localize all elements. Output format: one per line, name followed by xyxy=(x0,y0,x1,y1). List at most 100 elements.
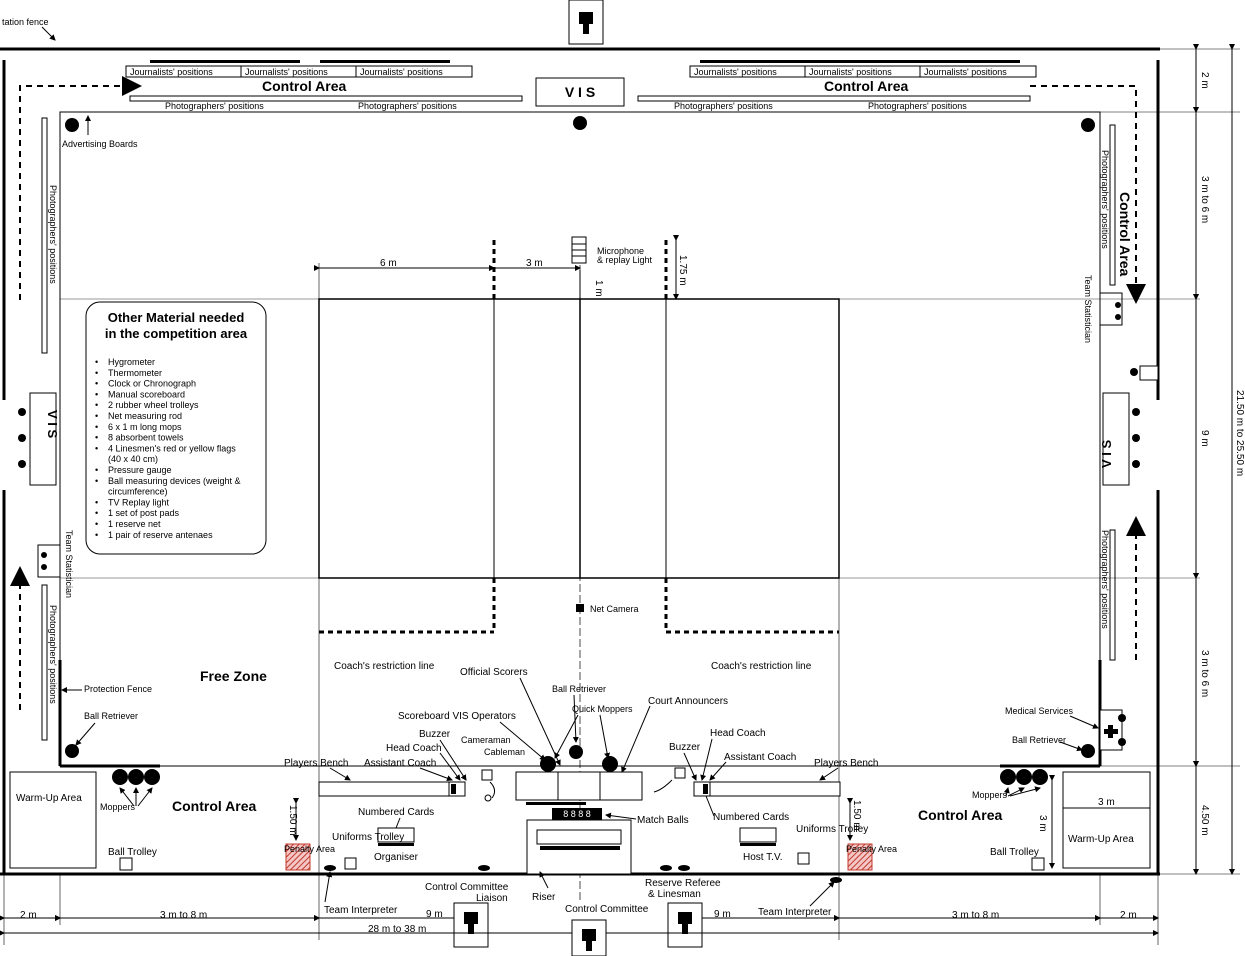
reserve-referee-label: Reserve Referee xyxy=(645,878,721,889)
right-dimensions: 2 m 3 m to 6 m 9 m 3 m to 6 m 4.50 m 21.… xyxy=(1100,44,1245,875)
ball-retriever-center-label: Ball Retriever xyxy=(552,684,606,694)
material-item: 1 pair of reserve antenaes xyxy=(108,530,213,540)
svg-text:9 m: 9 m xyxy=(1199,430,1210,447)
advertising-boards-label: Advertising Boards xyxy=(62,139,138,149)
material-item: Thermometer xyxy=(108,368,162,378)
svg-text:Numbered Cards: Numbered Cards xyxy=(713,812,789,823)
bullet-icon: • xyxy=(95,379,98,389)
svg-text:Photographers' positions: Photographers' positions xyxy=(674,101,773,111)
cameraman-label: Cameraman xyxy=(461,735,511,745)
svg-text:3 m to 8 m: 3 m to 8 m xyxy=(952,910,999,921)
team-interpreter-right: Team Interpreter xyxy=(758,907,832,918)
net-camera-label: Net Camera xyxy=(590,604,639,614)
penalty-area-left: Penalty Area 1.50 m xyxy=(284,798,335,871)
assistant-coach-left: Assistant Coach xyxy=(364,758,436,769)
moppers-right: Moppers xyxy=(972,769,1048,800)
camera-icon xyxy=(568,0,604,45)
players-bench-right: Players Bench xyxy=(693,758,878,797)
material-item: 6 x 1 m long mops xyxy=(108,422,182,432)
other-material-box: Other Material needed in the competition… xyxy=(85,301,267,555)
coach-restriction-left: Coach's restriction line xyxy=(334,661,435,672)
svg-text:Journalists' positions: Journalists' positions xyxy=(809,67,892,77)
svg-text:4.50 m: 4.50 m xyxy=(1199,805,1210,836)
moppers-left: Moppers xyxy=(100,769,160,812)
control-area-bottom-right: Control Area xyxy=(918,807,1002,823)
material-item: Net measuring rod xyxy=(108,411,182,421)
bullet-icon: • xyxy=(95,400,98,410)
bullet-icon: • xyxy=(95,476,98,486)
players-bench-left: Players Bench xyxy=(284,758,466,797)
bullet-icon: • xyxy=(95,530,98,540)
free-zone-label: Free Zone xyxy=(200,668,267,684)
svg-text:V I S: V I S xyxy=(565,84,595,100)
bullet-icon: • xyxy=(95,422,98,432)
medical-cross-icon xyxy=(1099,709,1126,751)
material-item: 4 Linesmen's red or yellow flags xyxy=(108,443,236,453)
material-item: 8 absorbent towels xyxy=(108,433,184,443)
svg-text:21.50 m to 25.50 m: 21.50 m to 25.50 m xyxy=(1234,390,1245,476)
linesman-label: & Linesman xyxy=(648,889,701,900)
svg-text:3 m: 3 m xyxy=(1098,797,1115,808)
svg-text:Team Statistician: Team Statistician xyxy=(1083,275,1093,343)
material-item: Manual scoreboard xyxy=(108,389,185,399)
svg-text:Photographers' positions: Photographers' positions xyxy=(868,101,967,111)
protection-fence-label: Protection Fence xyxy=(84,684,152,694)
svg-text:Photographers' positions: Photographers' positions xyxy=(1100,150,1110,249)
referee-icon-left xyxy=(453,902,489,948)
bullet-icon: • xyxy=(95,508,98,518)
svg-text:Journalists' positions: Journalists' positions xyxy=(694,67,777,77)
svg-text:Penalty Area: Penalty Area xyxy=(284,844,335,854)
journalist-seats xyxy=(150,60,1020,63)
photographers-positions-right: Photographers' positions Photographers' … xyxy=(1100,124,1116,661)
svg-text:Team Statistician: Team Statistician xyxy=(64,530,74,598)
bottom-dimensions: 2 m 3 m to 8 m 9 m 9 m 3 m to 8 m 2 m 28… xyxy=(0,874,1159,945)
control-committee-table xyxy=(526,819,632,875)
bullet-icon: • xyxy=(95,497,98,507)
svg-text:8 8 8 8: 8 8 8 8 xyxy=(563,809,591,819)
uniforms-trolley-right: Uniforms Trolley xyxy=(796,824,868,835)
scorers-table xyxy=(515,745,643,805)
svg-text:9 m: 9 m xyxy=(426,909,443,920)
svg-text:Photographers' positions: Photographers' positions xyxy=(48,185,58,284)
warm-up-area-right: Warm-Up Area 3 m 3 m xyxy=(1037,771,1151,869)
ball-retriever-left-label: Ball Retriever xyxy=(84,711,138,721)
bullet-icon: • xyxy=(95,368,98,378)
control-area-top-right: Control Area xyxy=(824,78,908,94)
svg-text:Numbered Cards: Numbered Cards xyxy=(358,807,434,818)
svg-text:Moppers: Moppers xyxy=(100,802,136,812)
coach-restriction-right: Coach's restriction line xyxy=(711,661,812,672)
referee-icon-center xyxy=(571,919,607,956)
medical-services-label: Medical Services xyxy=(1005,706,1074,716)
material-item: Ball measuring devices (weight & xyxy=(108,476,241,486)
cameraman-icon xyxy=(481,769,496,802)
material-item: 2 rubber wheel trolleys xyxy=(108,400,199,410)
ball-trolley-right: Ball Trolley xyxy=(990,847,1039,858)
organiser-label: Organiser xyxy=(374,852,419,863)
host-tv-label: Host T.V. xyxy=(743,852,782,863)
cableman-label: Cableman xyxy=(484,747,525,757)
svg-text:V I S: V I S xyxy=(45,410,60,439)
svg-text:3 m: 3 m xyxy=(1037,815,1048,832)
svg-text:28 m to 38 m: 28 m to 38 m xyxy=(368,924,426,935)
svg-text:Journalists' positions: Journalists' positions xyxy=(130,67,213,77)
material-item: (40 x 40 cm) xyxy=(108,454,158,464)
head-coach-right: Head Coach xyxy=(710,728,766,739)
camera-right-icon xyxy=(653,767,686,793)
net-camera-icon xyxy=(576,604,584,612)
buzzer-left: Buzzer xyxy=(419,729,451,740)
photographers-positions-top: Photographers' positions Photographers' … xyxy=(129,95,1031,111)
svg-text:2 m: 2 m xyxy=(1120,910,1137,921)
head-coach-left: Head Coach xyxy=(386,743,442,754)
team-statistician-left: Team Statistician xyxy=(37,530,74,598)
control-committee-label: Control Committee xyxy=(565,904,649,915)
buzzer-right: Buzzer xyxy=(669,742,701,753)
svg-text:1.50 m: 1.50 m xyxy=(287,805,298,836)
bullet-icon: • xyxy=(95,357,98,367)
svg-text:Penalty Area: Penalty Area xyxy=(846,844,897,854)
control-committee-liaison-2: Liaison xyxy=(476,893,508,904)
svg-text:3 m to 6 m: 3 m to 6 m xyxy=(1199,176,1210,223)
photographers-positions-left: Photographers' positions Photographers' … xyxy=(41,117,58,741)
bullet-icon: • xyxy=(95,519,98,529)
referee-icon-right xyxy=(667,902,703,948)
svg-text:3 m: 3 m xyxy=(526,258,543,269)
